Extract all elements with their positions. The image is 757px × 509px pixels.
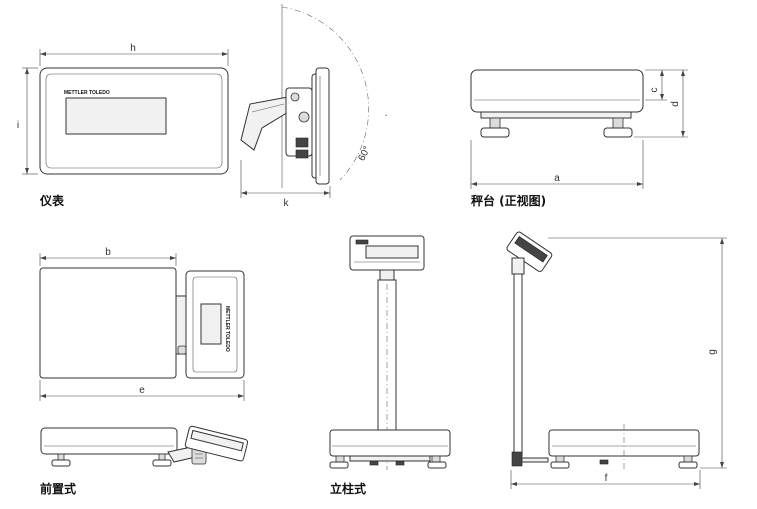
- terminal-front-bezel-profile: [315, 67, 330, 185]
- column-foot-pad-4: [427, 461, 447, 469]
- column-side-foot-pad-right: [678, 461, 698, 469]
- platform-top-plate: [470, 69, 644, 113]
- column-side-foot-middle: [599, 459, 609, 465]
- column-side-terminal-face: [514, 236, 548, 263]
- dim-arrow-h-right: [222, 52, 228, 56]
- dim-arrow-a-left: [471, 182, 477, 186]
- side-foot-stem-left: [57, 453, 65, 461]
- mount-bracket-arm: [240, 96, 291, 151]
- dim-label-g: g: [707, 349, 718, 355]
- foot-stem-right: [612, 117, 624, 129]
- caption-column-mount: 立柱式: [330, 481, 366, 496]
- column-foot-stem-4: [431, 455, 441, 463]
- platform-top-view: [39, 267, 177, 379]
- terminal-side-view: · 60° k: [240, 4, 388, 209]
- caption-platform-front: 秤台 (正视图): [471, 193, 546, 208]
- column-foot-pad-1: [329, 461, 349, 469]
- dim-label-k: k: [284, 198, 290, 209]
- dim-label-h: h: [130, 43, 136, 54]
- mount-knob-middle: [298, 111, 310, 123]
- column-foot-3: [395, 460, 405, 466]
- tilt-arc: [281, 6, 369, 181]
- front-bracket-plate: [175, 295, 187, 355]
- terminal-front-view: METTLER TOLEDO h i 仪表: [17, 43, 229, 208]
- column-terminal-display: [365, 245, 419, 259]
- dim-arrow-e-left: [40, 394, 46, 398]
- dim-label-d: d: [670, 101, 681, 107]
- platform-side-body: [40, 427, 178, 455]
- column-side-foot-stem-right: [683, 455, 693, 463]
- dim-arrow-d-bottom: [681, 131, 685, 137]
- column-side-post: [513, 273, 523, 457]
- side-foot-stem-right: [158, 453, 166, 461]
- column-side-foot-pad-left: [550, 461, 570, 469]
- column-mount-front-view: 立柱式: [329, 235, 451, 496]
- dim-arrow-b-left: [40, 256, 46, 260]
- bracket-detail-line: [251, 103, 285, 113]
- dim-arrow-k-left: [241, 191, 247, 195]
- dim-arrow-c-bottom: [660, 94, 664, 100]
- column-side-foot-stem-left: [555, 455, 565, 463]
- dim-arrow-e-right: [238, 394, 244, 398]
- column-mount-side-view: g f: [506, 231, 727, 489]
- dim-arrow-c-top: [660, 70, 664, 76]
- dim-arrow-f-left: [511, 482, 517, 486]
- foot-stem-left: [489, 117, 501, 129]
- terminal-bezel: [45, 73, 223, 169]
- side-foot-pad-right: [152, 459, 172, 467]
- mount-knob-top: [290, 92, 300, 102]
- column-platform-body: [329, 429, 451, 457]
- column-base-frame: [349, 455, 431, 462]
- front-mount-top-view: METTLER TOLEDO b e: [39, 247, 245, 401]
- terminal-display-window: [65, 97, 167, 135]
- dim-label-b: b: [105, 247, 111, 258]
- terminal-vertical-brand-label: METTLER TOLEDO: [224, 306, 230, 352]
- foot-pad-left: [480, 127, 510, 138]
- column-terminal-brand-bar: [355, 239, 369, 245]
- caption-terminal: 仪表: [39, 193, 65, 208]
- platform-frame: [480, 111, 632, 119]
- column-side-head-bracket: [511, 257, 525, 275]
- dim-arrow-i-top: [25, 68, 29, 74]
- terminal-brand-label: METTLER TOLEDO: [64, 90, 110, 96]
- dim-label-f: f: [605, 473, 608, 484]
- column-side-base-clamp: [511, 451, 523, 467]
- front-mount-side-view: 前置式: [40, 425, 249, 496]
- dim-arrow-k-right: [324, 191, 330, 195]
- dim-label-c: c: [649, 88, 660, 93]
- front-bracket-knob: [177, 345, 187, 355]
- column-foot-2: [369, 460, 379, 466]
- dim-arrow-f-right: [694, 482, 700, 486]
- dim-label-i: i: [17, 120, 19, 131]
- platform-front-view: c d a 秤台 (正视图): [470, 69, 688, 208]
- dim-arrow-h-left: [40, 52, 46, 56]
- dim-label-a: a: [554, 173, 560, 184]
- column-head-bracket: [379, 269, 395, 281]
- cable-gland-2: [295, 149, 309, 159]
- dim-arrow-i-bottom: [25, 168, 29, 174]
- dim-arrow-d-top: [681, 70, 685, 76]
- tilt-angle-degree-mark: ·: [384, 110, 387, 121]
- dim-arrow-b-right: [170, 256, 176, 260]
- side-foot-pad-left: [51, 459, 71, 467]
- dim-arrow-a-right: [637, 182, 643, 186]
- terminal-top-display: [200, 303, 222, 345]
- front-side-terminal: [184, 425, 249, 462]
- column-foot-stem-1: [335, 455, 345, 463]
- caption-front-mount: 前置式: [40, 481, 76, 496]
- dim-arrow-g-bottom: [720, 462, 724, 468]
- dim-label-angle: 60°: [356, 145, 373, 164]
- front-side-terminal-face: [190, 429, 244, 452]
- column-side-base-arm: [521, 457, 549, 463]
- dim-arrow-g-top: [720, 238, 724, 244]
- foot-pad-right: [603, 127, 633, 138]
- dim-label-e: e: [139, 385, 145, 396]
- cable-gland-1: [295, 137, 309, 148]
- terminal-top-bezel: [192, 276, 238, 373]
